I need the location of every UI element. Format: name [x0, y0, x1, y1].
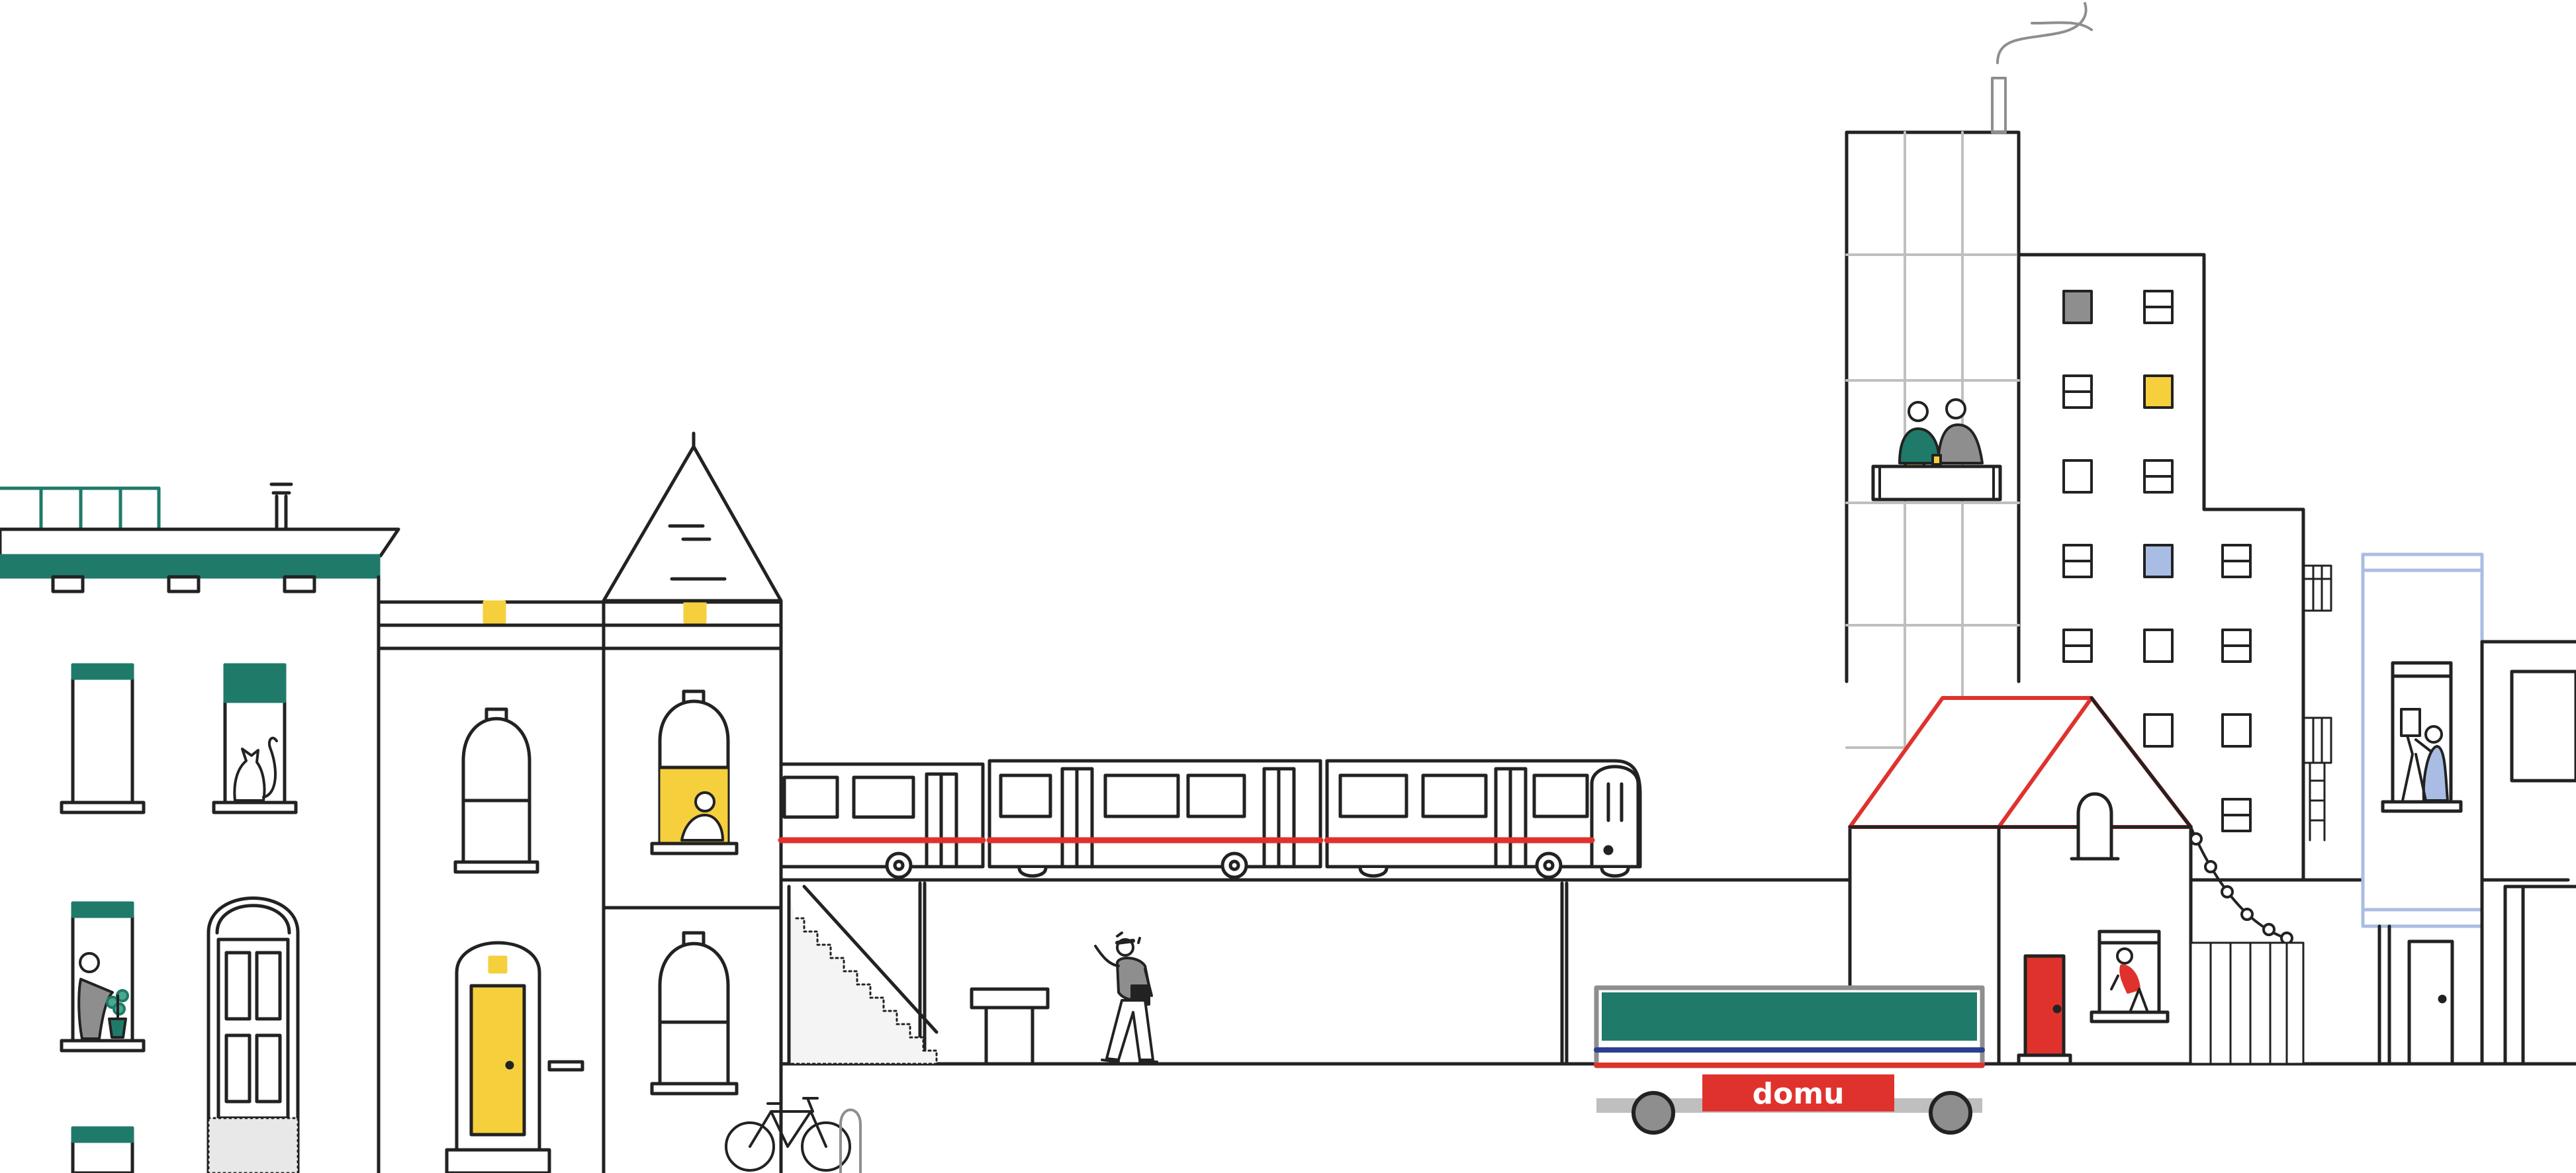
- fire-escape: [2302, 564, 2332, 842]
- rooftop-railing: [0, 486, 161, 531]
- roof-cornice: [0, 527, 400, 558]
- cat-icon: [233, 736, 278, 802]
- tall-grey-tower: [1845, 2, 2093, 782]
- bus-icon: domu: [1594, 985, 1985, 1135]
- station-stairs: [788, 885, 938, 1065]
- train-icon: [778, 759, 1642, 879]
- rowhouse-building: [377, 431, 783, 1173]
- bicycle-icon: [725, 1097, 862, 1173]
- front-door: [207, 896, 300, 1173]
- chimney: [269, 482, 293, 531]
- far-right-building: [2480, 640, 2576, 1066]
- tower-windows: [2062, 290, 2252, 832]
- bus-wheels: [1632, 1091, 1972, 1135]
- fence: [2189, 941, 2305, 1065]
- plant-icon: [106, 989, 129, 1039]
- arched-window: [453, 707, 539, 874]
- left-apartment-building: [0, 482, 400, 1173]
- elevated-train-track: [779, 878, 1908, 1066]
- person-with-plant: [77, 952, 129, 1040]
- cooking-couple-balcony: [1871, 398, 2002, 501]
- bus-logo-text: domu: [1753, 1077, 1845, 1111]
- apartment-tower: [2017, 253, 2570, 882]
- mailbox-slot: [547, 1060, 584, 1072]
- light-blue-building: [2361, 552, 2484, 1066]
- street-sign-box: [970, 987, 1050, 1066]
- bus-window-band: [1602, 992, 1977, 1041]
- window: [71, 663, 134, 806]
- yellow-door: [445, 941, 551, 1173]
- arched-window-with-person: [650, 689, 739, 855]
- teal-band: [0, 554, 381, 579]
- train-wheels: [885, 851, 1630, 879]
- pedestrian-person-icon: [1094, 932, 1158, 1063]
- gable-roof: [602, 445, 783, 603]
- bus-logo-badge: [1702, 1074, 1894, 1111]
- door: [2407, 939, 2454, 1066]
- arched-window: [650, 931, 739, 1096]
- string-lights: [2189, 826, 2291, 941]
- attic-window: [2076, 792, 2113, 861]
